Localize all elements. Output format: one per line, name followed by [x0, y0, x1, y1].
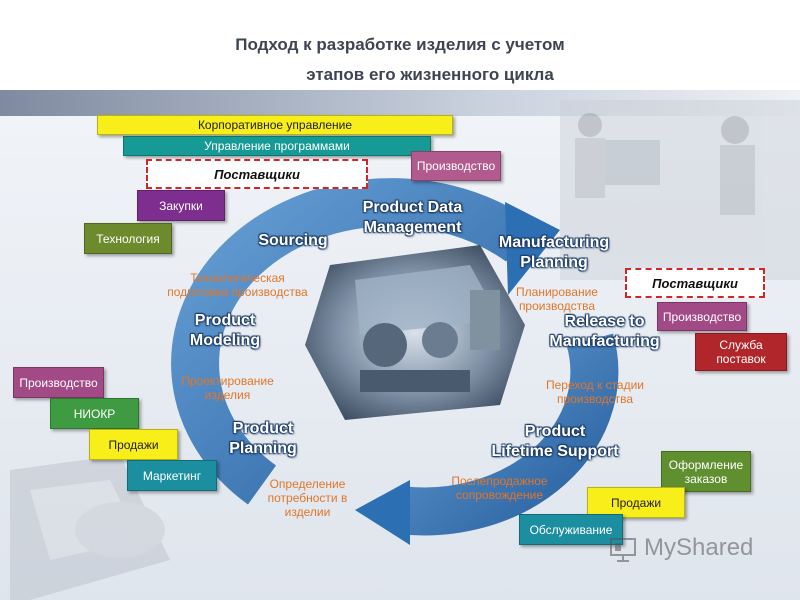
suppliers-top-box: Поставщики — [146, 159, 368, 189]
label-aftersales-line2: сопровождение — [455, 488, 544, 502]
stage-pdm-line2: Management — [363, 219, 462, 236]
stage-mp-line1: Manufacturing — [498, 234, 610, 251]
suppliers-right-box: Поставщики — [625, 268, 765, 298]
technology-box: Технология — [84, 223, 172, 254]
service-box: Обслуживание — [519, 514, 623, 545]
stage-sourcing-line1: Sourcing — [258, 232, 328, 249]
presentation-icon — [610, 538, 636, 562]
label-aftersales: Послепродажное сопровождение — [432, 474, 567, 502]
label-aftersales-line1: Послепродажное — [451, 474, 548, 488]
stage-product-data-management: Product Data Management — [345, 198, 480, 238]
label-needs-line3: изделии — [284, 505, 331, 519]
stage-rtm-line1: Release to — [564, 313, 645, 330]
stage-pm-line1: Product — [194, 312, 256, 329]
stage-product-planning: Product Planning — [213, 419, 313, 459]
label-tech-prep-line2: подготовка производства — [167, 285, 308, 299]
supply-service-box: Служба поставок — [695, 333, 787, 371]
label-design-line2: изделия — [204, 388, 251, 402]
label-prod-planning-line1: Планирование — [516, 285, 598, 299]
sales-left-box: Продажи — [89, 429, 178, 460]
stage-manufacturing-planning: Manufacturing Planning — [484, 233, 624, 273]
label-design: Проектирование изделия — [165, 374, 290, 402]
lifecycle-ring-lower — [397, 333, 619, 536]
stage-product-modeling: Product Modeling — [170, 311, 280, 351]
sales-right-box: Продажи — [587, 487, 685, 518]
label-tech-prep-line1: Технологическая — [190, 271, 285, 285]
label-transition: Переход к стадии производства — [525, 378, 665, 406]
lifecycle-ring-upper — [171, 178, 534, 505]
production-top-box: Производство — [411, 151, 501, 181]
label-prod-planning: Планирование производства — [497, 285, 617, 313]
label-transition-line2: производства — [556, 392, 634, 406]
engine-illustration — [305, 245, 525, 420]
header-band — [0, 90, 800, 116]
program-management-bar: Управление программами — [123, 136, 431, 156]
stage-pdm-line1: Product Data — [362, 199, 463, 216]
label-needs-line1: Определение — [269, 477, 346, 491]
stage-pls-line2: Lifetime Support — [491, 443, 619, 460]
background-art — [0, 90, 800, 600]
corporate-management-bar: Корпоративное управление — [97, 115, 453, 135]
production-left-box: Производство — [13, 367, 104, 398]
stage-sourcing: Sourcing — [248, 231, 338, 251]
keyboard-photo — [10, 455, 170, 600]
stage-pp-line1: Product — [232, 420, 294, 437]
stage-pp-line2: Planning — [229, 440, 297, 457]
stage-mp-line2: Planning — [520, 254, 588, 271]
stage-pls-line1: Product — [524, 423, 586, 440]
title-line-2: этапов его жизненного цикла — [306, 65, 554, 84]
marketing-box: Маркетинг — [127, 460, 217, 491]
order-processing-box: Оформление заказов — [661, 451, 751, 492]
stage-product-lifetime-support: Product Lifetime Support — [475, 422, 635, 462]
ring-arrowhead-bottom — [355, 480, 410, 545]
title-line-1: Подход к разработке изделия с учетом — [235, 35, 565, 54]
purchases-box: Закупки — [137, 190, 225, 221]
label-needs-line2: потребности в — [267, 491, 348, 505]
stage-rtm-line2: Manufacturing — [549, 333, 660, 350]
label-design-line1: Проектирование — [181, 374, 274, 388]
watermark-text: MyShared — [644, 534, 754, 561]
rnd-box: НИОКР — [50, 398, 139, 429]
office-photo — [560, 100, 800, 280]
label-needs: Определение потребности в изделии — [245, 477, 370, 519]
diagram-panel: Корпоративное управление Управление прог… — [0, 90, 800, 600]
label-transition-line1: Переход к стадии — [545, 378, 645, 392]
production-right-box: Производство — [657, 302, 747, 331]
watermark: MyShared — [608, 530, 788, 566]
ring-arrowhead-top — [505, 202, 560, 295]
page-title: Подход к разработке изделия с учетом эта… — [0, 30, 800, 90]
label-tech-prep: Технологическая подготовка производства — [140, 271, 335, 299]
stage-release-to-manufacturing: Release to Manufacturing — [537, 312, 672, 352]
label-prod-planning-line2: производства — [518, 299, 596, 313]
stage-pm-line2: Modeling — [189, 332, 261, 349]
